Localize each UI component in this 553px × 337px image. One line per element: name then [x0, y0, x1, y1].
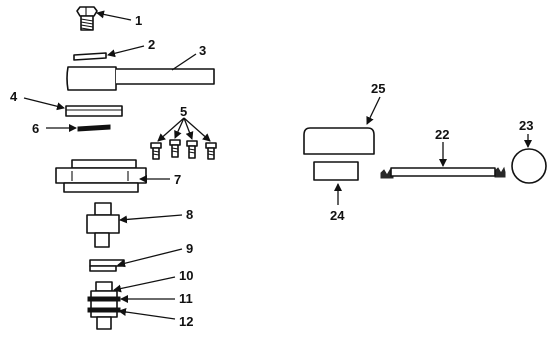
callout-8: 8	[186, 207, 193, 222]
part-3-handle-block	[66, 66, 215, 91]
callout-25: 25	[371, 81, 385, 96]
part-1-hex-bolt	[76, 6, 98, 31]
part-5-screws	[150, 139, 217, 160]
callout-3: 3	[199, 43, 206, 58]
screw-a	[150, 142, 162, 160]
callout-labels: 1 2 3 4 5 6 7 8 9 10 11 12 22 23 24 25	[10, 13, 533, 329]
part-9-clip	[89, 259, 125, 272]
callout-5: 5	[180, 104, 187, 119]
callout-24: 24	[330, 208, 345, 223]
callout-22: 22	[435, 127, 449, 142]
screw-c	[186, 140, 198, 159]
part-6-gasket	[77, 124, 111, 132]
callout-4: 4	[10, 89, 18, 104]
part-8-spool	[86, 202, 120, 248]
callout-9: 9	[186, 241, 193, 256]
callout-23: 23	[519, 118, 533, 133]
callout-11: 11	[179, 291, 193, 306]
leader-lines	[23, 10, 532, 320]
callout-6: 6	[32, 121, 39, 136]
callout-7: 7	[174, 172, 181, 187]
part-7-base-housing	[55, 159, 147, 193]
part-22-pin	[380, 166, 506, 179]
part-23-disc	[511, 148, 547, 184]
part-10-12-bushing	[87, 281, 121, 330]
part-4-washer-plate	[65, 105, 123, 117]
part-24-cylinder	[313, 161, 359, 181]
part-2-thin-plate	[73, 52, 107, 61]
part-25-cap	[303, 127, 375, 155]
callout-12: 12	[179, 314, 193, 329]
screw-d	[205, 142, 217, 160]
callout-2: 2	[148, 37, 155, 52]
callout-1: 1	[135, 13, 142, 28]
callout-10: 10	[179, 268, 193, 283]
screw-b	[169, 139, 181, 158]
